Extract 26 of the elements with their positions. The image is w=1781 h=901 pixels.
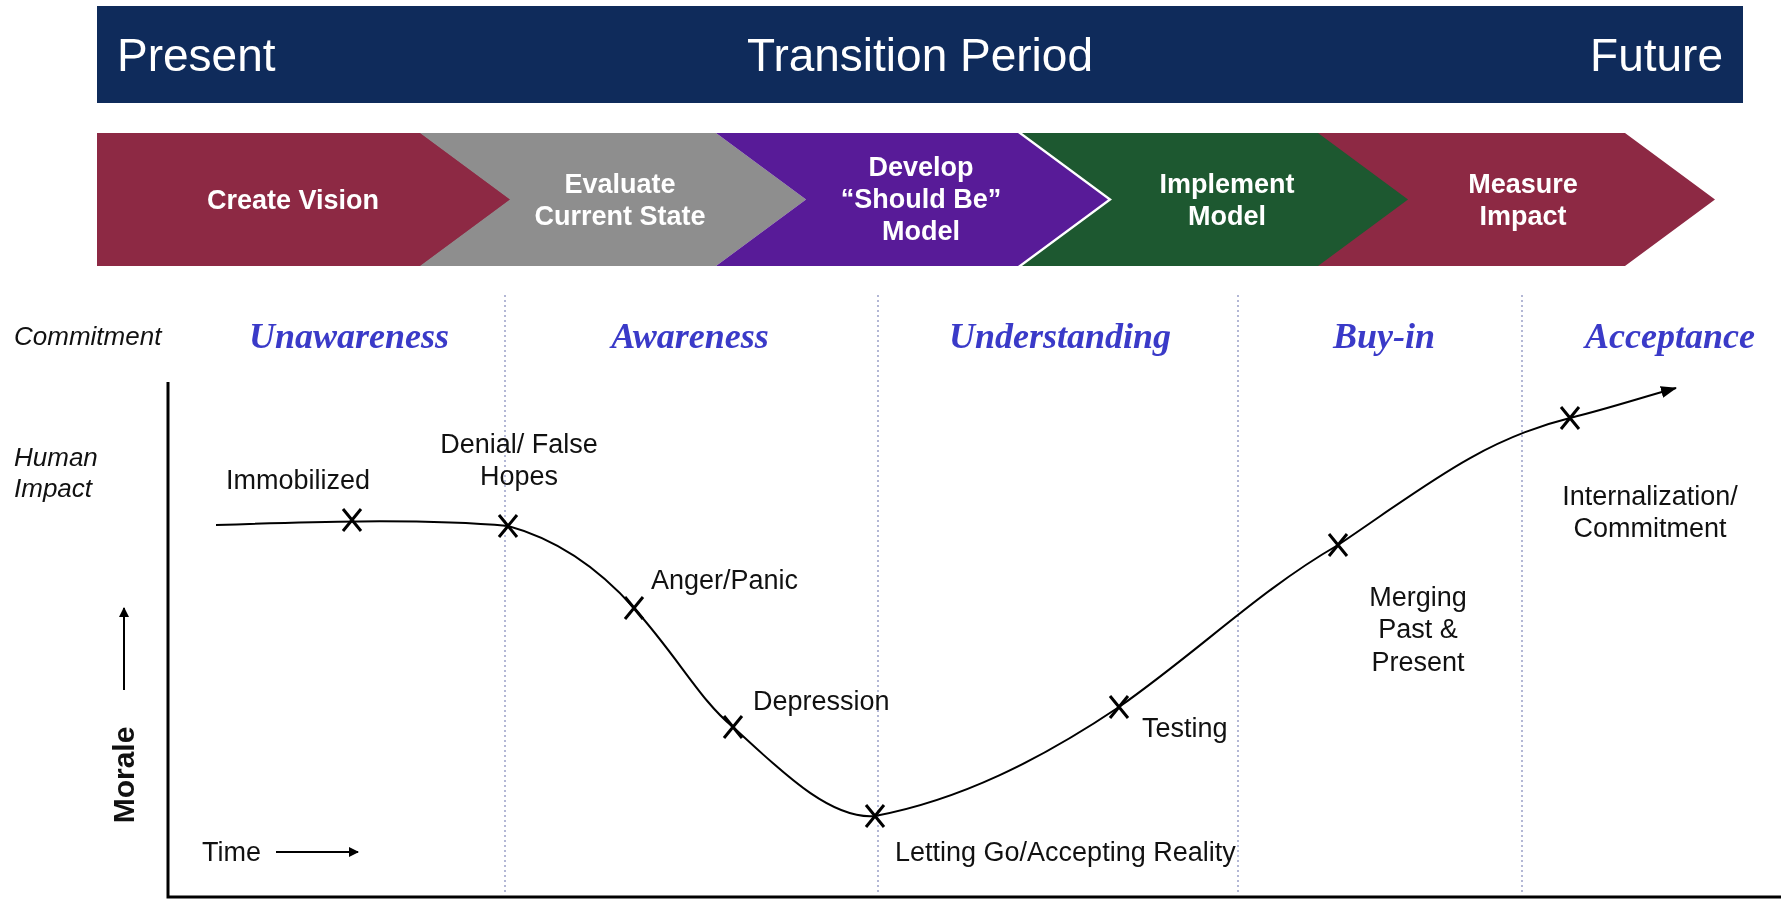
step-label: Implement Model [1158,167,1296,232]
stage-label: Letting Go/Accepting Reality [895,835,1236,869]
step-label: Develop “Should Be” Model [839,150,1003,249]
stage-label: Testing [1142,711,1228,745]
banner-text: Transition Period [747,27,1093,82]
title-banner [97,6,1743,103]
axis-label: Morale [106,726,141,824]
step-label: Measure Impact [1467,167,1579,232]
step-label: Evaluate Current State [533,167,707,232]
row-label: Human Impact [14,441,99,505]
banner-text: Present [117,27,276,82]
stage-heading: Unawareness [249,315,449,359]
axis-label: Time [202,835,261,869]
stage-label: Immobilized [226,463,370,497]
stage-label: Denial/ False Hopes [439,427,599,493]
stage-heading: Acceptance [1585,315,1755,359]
stage-label: Merging Past & Present [1368,581,1468,679]
banner-text: Future [1590,27,1723,82]
row-label: Commitment [14,321,162,353]
stage-heading: Understanding [948,315,1172,359]
stage-heading: Awareness [611,315,769,359]
stage-heading: Buy-in [1333,315,1435,359]
stage-label: Depression [753,684,890,718]
step-label: Create Vision [205,183,381,216]
stage-label: Anger/Panic [651,563,799,597]
stage-label: Internalization/ Commitment [1561,479,1739,545]
